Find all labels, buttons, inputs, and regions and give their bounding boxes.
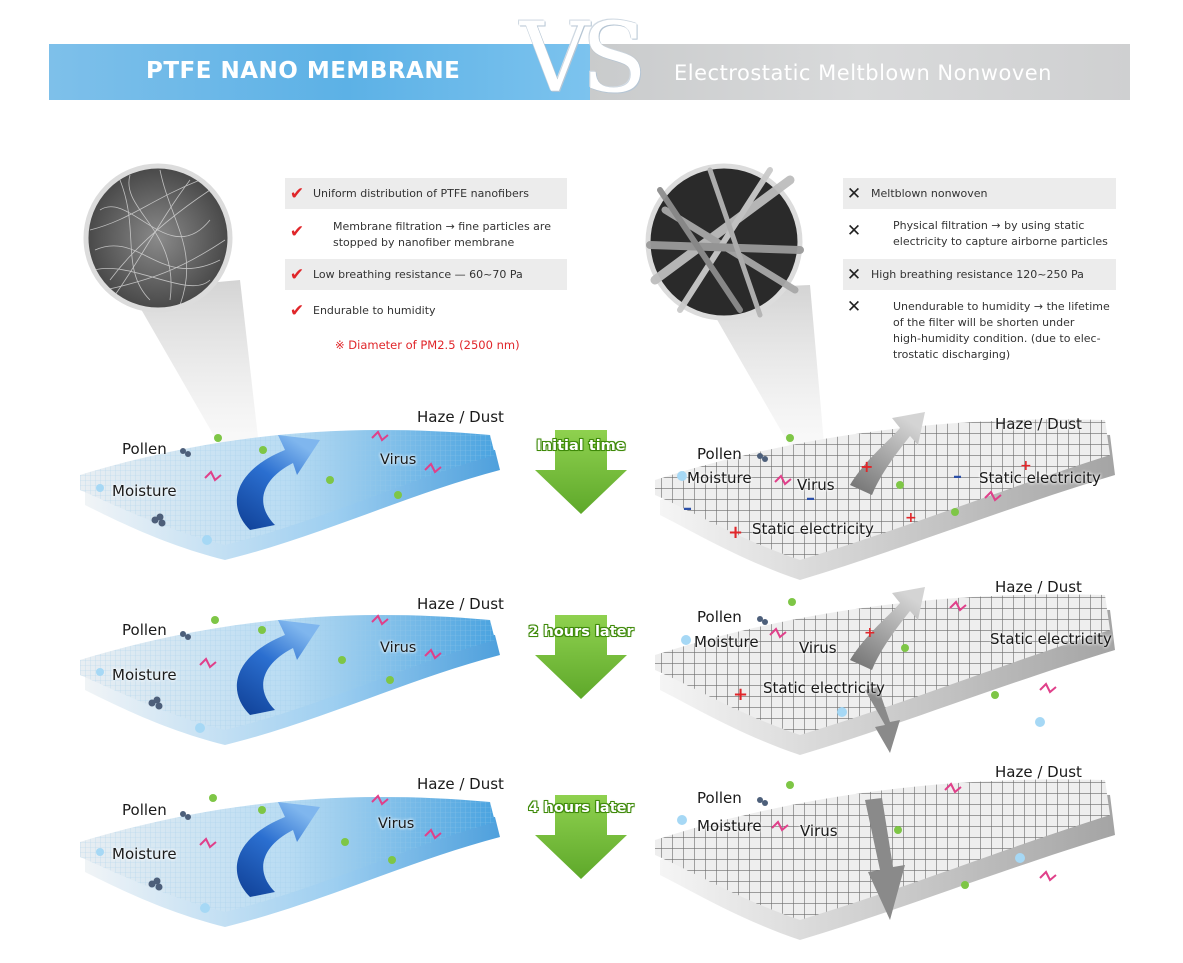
pollen-label: Pollen (697, 789, 742, 807)
ptfe-feature-3: ✔ Low breathing resistance — 60~70 Pa (285, 259, 567, 290)
static-electricity-label: Static electricity (752, 520, 874, 538)
stage-label-4h: 4 hours later (528, 800, 634, 816)
vs-logo: VS (520, 2, 647, 114)
moisture-label: Moisture (112, 482, 177, 500)
pollen-label: Pollen (122, 621, 167, 639)
ptfe-feature-4: ✔ Endurable to humidity (285, 295, 567, 326)
virus-label: Virus (378, 816, 415, 832)
static-electricity-label: Static electricity (990, 630, 1112, 648)
meltblown-sheet-1 (655, 412, 1115, 580)
meltblown-microscope-view (645, 163, 825, 455)
cross-icon: ✕ (846, 183, 862, 204)
moisture-label: Moisture (112, 845, 177, 863)
meltblown-feature-2: ✕ Physical filtration → by using static … (843, 218, 1133, 250)
virus-label: Virus (380, 640, 417, 656)
virus-label: Virus (797, 476, 835, 494)
particles-layer: + + + + + + – – – (96, 430, 1057, 913)
haze-dust-label: Haze / Dust (417, 775, 504, 793)
meltblown-title: Electrostatic Meltblown Nonwoven (674, 61, 1052, 85)
stage-down-arrow-icon (535, 615, 627, 699)
ptfe-feature-1: ✔ Uniform distribution of PTFE nanofiber… (285, 178, 567, 209)
static-electricity-label: Static electricity (979, 469, 1101, 487)
virus-particles (199, 430, 1057, 882)
static-electricity-label: Static electricity (763, 679, 885, 697)
pollen-label: Pollen (697, 608, 742, 626)
pollen-label: Pollen (122, 440, 167, 458)
moisture-label: Moisture (694, 633, 759, 651)
svg-text:+: + (728, 522, 743, 543)
check-icon: ✔ (289, 222, 305, 242)
ptfe-feature-2: ✔ Membrane filtration → fine particles a… (285, 219, 567, 251)
ptfe-membrane-sheet-1 (80, 429, 500, 560)
cross-icon: ✕ (846, 264, 862, 285)
static-charge-marks: + + + + + + – – – (683, 457, 1032, 705)
haze-dust-label: Haze / Dust (417, 595, 504, 613)
ptfe-title: PTFE NANO MEMBRANE (146, 58, 461, 84)
haze-dust-label: Haze / Dust (995, 415, 1082, 433)
virus-label: Virus (380, 452, 417, 468)
moisture-label: Moisture (687, 469, 752, 487)
meltblown-banner (590, 44, 1130, 100)
haze-dust-label: Haze / Dust (417, 408, 504, 426)
filter-airflow-arrow-icon (236, 802, 320, 897)
cross-icon: ✕ (846, 297, 862, 317)
svg-text:+: + (733, 684, 748, 705)
virus-label: Virus (800, 822, 838, 840)
filter-airflow-arrow-icon (850, 412, 925, 495)
svg-text:+: + (1020, 458, 1032, 474)
ptfe-banner (49, 44, 590, 100)
stage-label-2h: 2 hours later (528, 624, 634, 640)
ptfe-membrane-sheet-2 (80, 614, 500, 745)
check-icon: ✔ (289, 300, 305, 321)
stage-down-arrow-icon (535, 430, 627, 514)
meltblown-sheet-3 (655, 779, 1115, 940)
ptfe-membrane-sheet-3 (80, 796, 500, 927)
pm25-note: ※ Diameter of PM2.5 (2500 nm) (335, 338, 520, 352)
pollen-particles (148, 448, 768, 891)
svg-text:–: – (683, 498, 692, 519)
stage-label-initial: Initial time (536, 438, 626, 454)
haze-dust-particles (209, 434, 999, 889)
filter-airflow-arrow-icon (850, 587, 925, 670)
filter-airflow-arrow-icon (236, 620, 320, 715)
moisture-label: Moisture (112, 666, 177, 684)
virus-label: Virus (799, 639, 837, 657)
moisture-particles (96, 471, 1045, 913)
leak-arrow-icon (865, 798, 905, 920)
meltblown-feature-1: ✕ Meltblown nonwoven (843, 178, 1116, 209)
svg-text:+: + (860, 457, 873, 476)
filter-airflow-arrow-icon (236, 435, 320, 530)
meltblown-sheet-2 (655, 587, 1115, 755)
check-icon: ✔ (289, 264, 305, 285)
svg-text:–: – (806, 488, 815, 509)
meltblown-feature-3: ✕ High breathing resistance 120~250 Pa (843, 259, 1116, 290)
ptfe-microscope-view (83, 163, 260, 455)
pollen-label: Pollen (122, 801, 167, 819)
haze-dust-label: Haze / Dust (995, 763, 1082, 781)
pollen-label: Pollen (697, 445, 742, 463)
moisture-label: Moisture (697, 817, 762, 835)
svg-text:+: + (864, 625, 876, 641)
haze-dust-label: Haze / Dust (995, 578, 1082, 596)
meltblown-feature-4: ✕ Unendurable to humidity → the lifetime… (843, 299, 1133, 363)
svg-text:–: – (953, 466, 962, 487)
stage-down-arrow-icon (535, 795, 627, 879)
check-icon: ✔ (289, 183, 305, 204)
cross-icon: ✕ (846, 221, 862, 241)
leak-arrow-icon (865, 687, 900, 753)
svg-text:+: + (905, 510, 917, 526)
